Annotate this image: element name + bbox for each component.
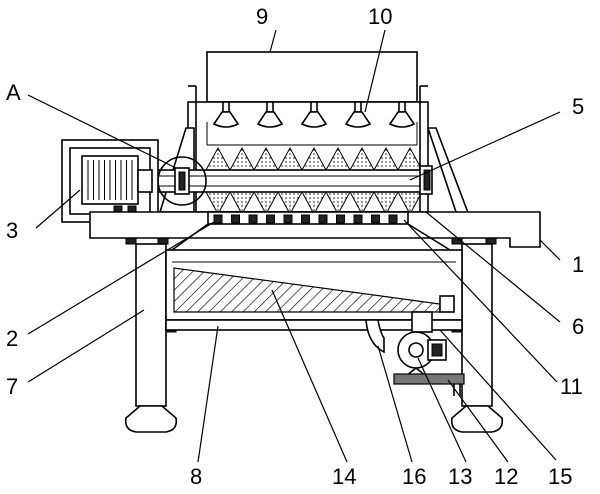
label-13: 13 [448, 464, 472, 489]
pump-base [393, 373, 465, 385]
sieve-hole [388, 214, 398, 224]
spray-nozzle [256, 111, 284, 128]
spray-nozzle [212, 111, 240, 128]
sieve-hole [336, 214, 345, 224]
right-brace [426, 127, 472, 219]
label-9: 9 [256, 4, 268, 29]
left-foot [124, 405, 178, 433]
label-a: A [6, 80, 21, 105]
left-leg [135, 243, 167, 407]
sieve-hole [213, 214, 223, 224]
spray-nozzle [388, 111, 416, 128]
label-16: 16 [402, 464, 426, 489]
sieve-hole [283, 214, 293, 224]
label-2: 2 [6, 326, 18, 351]
main-shaft [149, 169, 431, 193]
label-8: 8 [190, 464, 202, 489]
label-14: 14 [332, 464, 356, 489]
label-10: 10 [368, 4, 392, 29]
sieve-hole [353, 214, 363, 224]
spray-nozzle [344, 111, 372, 128]
cross-beam [165, 319, 463, 331]
label-6: 6 [572, 314, 584, 339]
right-leg [461, 243, 493, 407]
sieve-hole [371, 214, 380, 224]
sieve-hole [231, 214, 240, 224]
top-box [206, 51, 418, 103]
label-7: 7 [6, 374, 18, 399]
label-1: 1 [572, 252, 584, 277]
pipe [365, 319, 385, 354]
label-5: 5 [572, 94, 584, 119]
label-11: 11 [560, 374, 583, 399]
sieve-hole [318, 214, 328, 224]
sieve-hole [248, 214, 258, 224]
sieve-hole [301, 214, 310, 224]
label-15: 15 [548, 464, 572, 489]
label-3: 3 [6, 218, 18, 243]
spray-nozzle [300, 111, 328, 128]
sieve-hole [266, 214, 275, 224]
spray-nozzles [212, 101, 416, 128]
label-12: 12 [494, 464, 518, 489]
support-plate [89, 211, 541, 248]
